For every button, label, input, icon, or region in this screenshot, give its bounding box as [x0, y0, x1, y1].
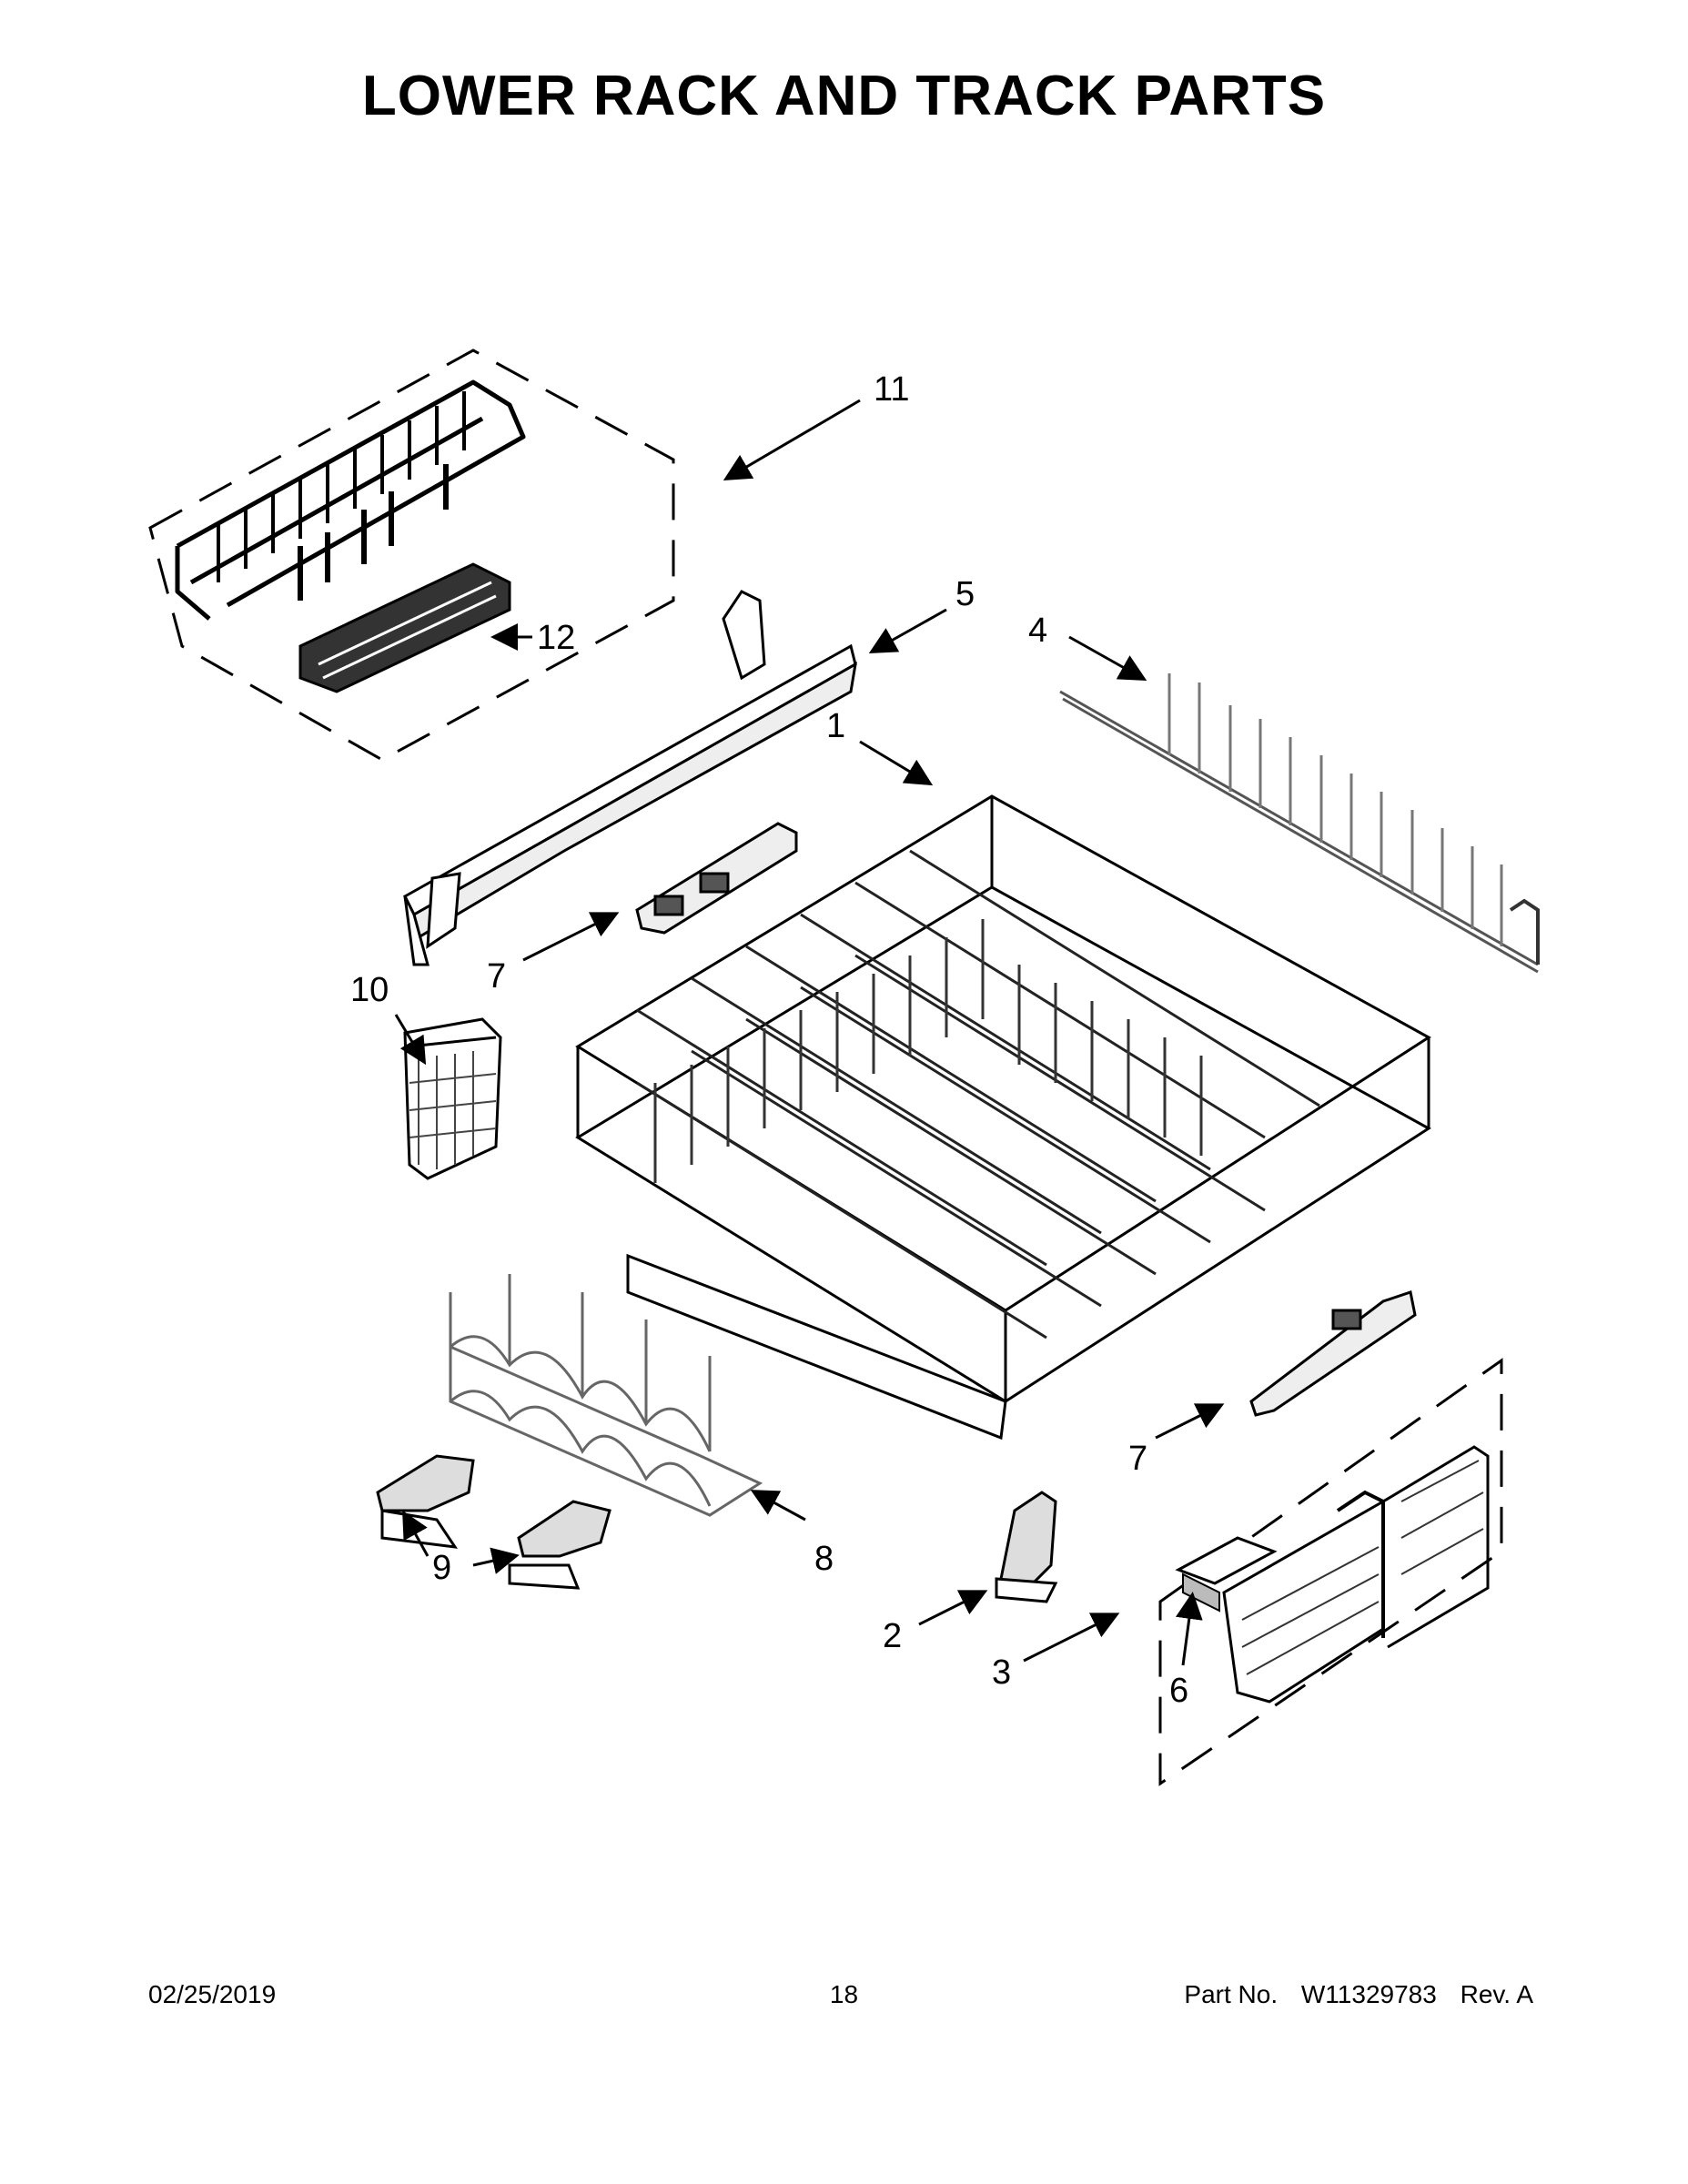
callout-11: 11 [874, 370, 909, 409]
callout-6: 6 [1169, 1672, 1188, 1710]
callout-7-upper: 7 [487, 957, 506, 996]
part-2-rack-bumper [995, 1491, 1058, 1603]
part-4-tine-row [1059, 673, 1540, 974]
footer-part-info: Part No. W11329783 Rev. A [1184, 1980, 1533, 2009]
part-3-silverware-basket-group [1158, 1358, 1503, 1786]
footer-page-number: 18 [829, 1980, 859, 2008]
part-5-track-rail [403, 590, 857, 966]
callout-8: 8 [814, 1540, 834, 1578]
callout-3: 3 [992, 1653, 1011, 1692]
footer-date: 02/25/2019 [148, 1980, 277, 2008]
callout-9: 9 [432, 1549, 451, 1587]
part-8-wire-insert [449, 1274, 763, 1517]
part-7-lower-clip [1249, 1290, 1417, 1417]
footer-part-number: W11329783 [1300, 1980, 1437, 2008]
callout-1: 1 [826, 707, 845, 745]
page-title: LOWER RACK AND TRACK PARTS [361, 65, 1327, 127]
part-11-cutlery-rack-group [148, 349, 675, 762]
footer-part-label: Part No. [1184, 1980, 1279, 2008]
callout-12: 12 [537, 619, 575, 657]
part-9-rack-clip-left [376, 1454, 475, 1549]
leader-lines [394, 399, 1225, 1666]
part-10-utensil-cup [403, 1017, 502, 1180]
callout-10: 10 [350, 971, 389, 1009]
part-12-tine-insert [298, 562, 511, 693]
callout-7-lower: 7 [1128, 1440, 1147, 1478]
callout-2: 2 [883, 1617, 902, 1655]
part-9-rack-clip-right [508, 1500, 612, 1590]
callout-4: 4 [1028, 612, 1047, 650]
callout-5: 5 [955, 575, 975, 613]
part-1-lower-rack [575, 794, 1431, 1441]
part-7-upper-clip [635, 822, 798, 935]
callout-labels: 11 12 5 4 1 7 10 7 8 9 2 3 6 [350, 370, 1188, 1710]
footer-revision: Rev. A [1460, 1980, 1533, 2008]
